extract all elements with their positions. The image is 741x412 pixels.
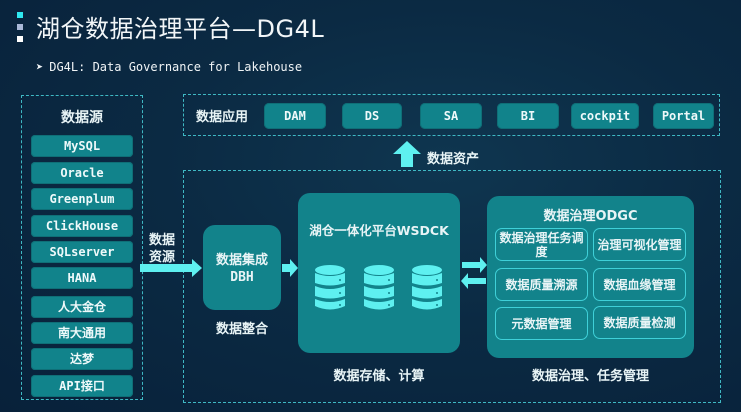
title-mark-white	[17, 36, 23, 42]
odgc-item[interactable]: 元数据管理	[495, 307, 588, 340]
bidirectional-arrow-icon	[461, 257, 487, 289]
subtitle-text: DG4L: Data Governance for Lakehouse	[49, 60, 303, 74]
app-button-bi[interactable]: BI	[497, 103, 559, 129]
platform-panel	[183, 170, 721, 403]
odgc-item[interactable]: 治理可视化管理	[593, 228, 686, 261]
title-decoration	[17, 12, 23, 48]
app-button-ds[interactable]: DS	[342, 103, 402, 129]
app-button-cockpit[interactable]: cockpit	[571, 103, 639, 129]
source-item[interactable]: SQLserver	[31, 241, 133, 263]
database-icon	[412, 265, 442, 310]
odgc-item[interactable]: 数据质量检测	[593, 306, 686, 339]
right-arrow-icon	[282, 259, 298, 277]
wsdck-caption: 数据存储、计算	[333, 369, 425, 384]
source-item[interactable]: Oracle	[31, 162, 133, 184]
odgc-item[interactable]: 数据血缘管理	[593, 268, 686, 301]
data-sources-title: 数据源	[61, 110, 103, 126]
app-button-dam[interactable]: DAM	[264, 103, 326, 129]
database-icon	[364, 265, 394, 310]
app-button-portal[interactable]: Portal	[653, 103, 714, 129]
title-mark-lavender	[17, 24, 23, 30]
up-arrow-icon	[393, 141, 421, 167]
dbh-title: 数据集成 DBH	[203, 252, 281, 286]
dbh-title-line1: 数据集成	[215, 253, 268, 268]
page-title: 湖仓数据治理平台—DG4L	[36, 15, 325, 43]
data-resource-label: 数据资源	[149, 233, 176, 265]
source-item[interactable]: 人大金仓	[31, 296, 133, 318]
app-button-sa[interactable]: SA	[420, 103, 482, 129]
odgc-item[interactable]: 数据治理任务调度	[495, 228, 588, 261]
odgc-item[interactable]: 数据质量溯源	[495, 268, 588, 301]
wsdck-title: 湖仓一体化平台WSDCK	[309, 223, 449, 238]
source-item[interactable]: 达梦	[31, 348, 133, 370]
title-mark-cyan	[17, 12, 23, 18]
dbh-card[interactable]	[203, 225, 281, 310]
dbh-title-line2: DBH	[230, 270, 254, 285]
source-item[interactable]: 南大通用	[31, 322, 133, 344]
odgc-caption: 数据治理、任务管理	[531, 369, 649, 384]
database-icon	[315, 265, 345, 310]
source-item[interactable]: MySQL	[31, 135, 133, 157]
page-subtitle: ➤ DG4L: Data Governance for Lakehouse	[36, 60, 302, 74]
bullet-arrow-icon: ➤	[36, 60, 44, 74]
odgc-title: 数据治理ODGC	[543, 209, 638, 224]
dbh-caption: 数据整合	[215, 322, 268, 337]
source-item[interactable]: API接口	[31, 375, 133, 397]
right-arrow-icon	[140, 259, 202, 277]
odgc-card[interactable]	[487, 196, 694, 358]
data-apps-label: 数据应用	[196, 110, 249, 125]
data-asset-label: 数据资产	[427, 152, 480, 167]
source-item[interactable]: Greenplum	[31, 188, 133, 210]
data-apps-panel	[183, 94, 720, 136]
data-sources-panel	[21, 95, 143, 400]
source-item[interactable]: HANA	[31, 267, 133, 289]
source-item[interactable]: ClickHouse	[31, 215, 133, 237]
